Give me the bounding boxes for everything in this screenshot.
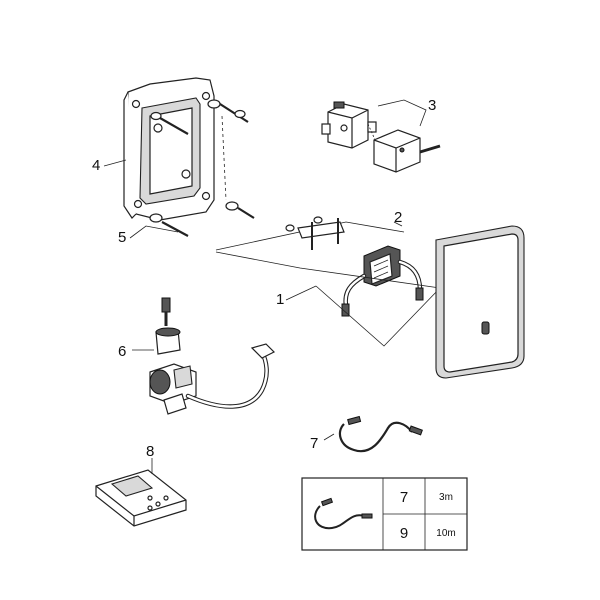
- leader-5: [129, 225, 179, 239]
- junction-boxes: [321, 101, 441, 173]
- mounting-frame: [123, 77, 215, 221]
- table-row-1-item: 7: [400, 489, 408, 506]
- callout-6: 6: [118, 343, 126, 360]
- callout-2: 2: [394, 209, 402, 226]
- assembly-plane-lower: [315, 285, 441, 347]
- table-row-2-length: 10m: [436, 528, 455, 539]
- leader-4: [103, 159, 127, 167]
- callout-7: 7: [310, 435, 318, 452]
- mounting-bracket: [285, 216, 345, 250]
- assembly-plane: [215, 251, 441, 289]
- leader-2: [393, 221, 403, 227]
- leader-7: [323, 433, 335, 441]
- cover-plate: [435, 225, 525, 379]
- frame-screws: [149, 99, 255, 237]
- table-row-2-item: 9: [400, 525, 408, 542]
- extension-cable: [338, 415, 423, 453]
- solenoid-valve: [149, 297, 276, 415]
- leader-3: [377, 99, 427, 127]
- table-row-1-length: 3m: [439, 492, 453, 503]
- callout-8: 8: [146, 443, 154, 460]
- cable-length-table: 7 3m 9 10m: [301, 477, 468, 551]
- callout-1: 1: [276, 291, 284, 308]
- electronic-module: [341, 245, 424, 317]
- table-cable-icon: [314, 497, 373, 530]
- callout-4: 4: [92, 157, 100, 174]
- callout-3: 3: [428, 97, 436, 114]
- remote-control: [95, 469, 187, 527]
- leader-1: [285, 285, 317, 301]
- leader-2-plane: [215, 221, 405, 251]
- callout-5: 5: [118, 229, 126, 246]
